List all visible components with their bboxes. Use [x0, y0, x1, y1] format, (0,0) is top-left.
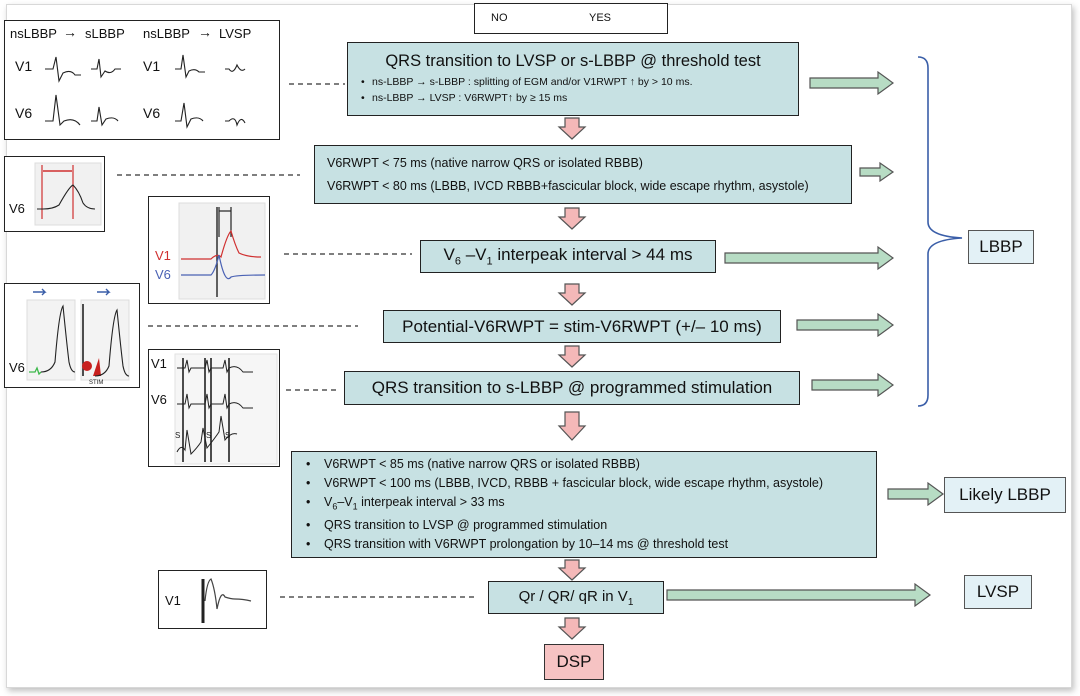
yes-arrow-5	[811, 372, 895, 398]
v6rwpt-line-2: V6RWPT < 80 ms (LBBB, IVCD RBBB+fascicul…	[327, 178, 809, 193]
likely-criteria-list: V6RWPT < 85 ms (native narrow QRS or iso…	[296, 455, 872, 555]
ecg-panel-transition: nsLBBP → sLBBP nsLBBP → LVSP V1 V6 V1 V6	[4, 20, 280, 140]
yes-arrow-6	[887, 481, 945, 507]
svg-text:S: S	[175, 431, 180, 440]
potential-text: Potential-V6RWPT = stim-V6RWPT (+/– 10 m…	[402, 316, 762, 336]
ecg-traces-3	[178, 202, 266, 300]
result-likely-lbbp: Likely LBBP	[944, 477, 1066, 513]
ecg-traces-5: S S S	[174, 353, 278, 465]
likely-criterion-4: QRS transition to LVSP @ programmed stim…	[296, 516, 872, 535]
no-arrow-3	[557, 283, 587, 306]
ecg-panel-v6rwpt: V6	[4, 156, 105, 232]
step-interpeak-box: V6 –V1 interpeak interval > 44 ms	[420, 240, 716, 273]
step-potential-box: Potential-V6RWPT = stim-V6RWPT (+/– 10 m…	[383, 310, 781, 343]
step-threshold-test-title: QRS transition to LVSP or s-LBBP @ thres…	[385, 52, 761, 70]
svg-text:S: S	[225, 431, 230, 440]
no-arrow-5	[557, 411, 587, 441]
step-threshold-test-bullets: ns-LBBP → s-LBBP : splitting of EGM and/…	[356, 74, 790, 106]
yes-arrow-7	[666, 582, 932, 608]
no-arrow-6	[557, 559, 587, 581]
step-likely-criteria-box: V6RWPT < 85 ms (native narrow QRS or iso…	[291, 451, 877, 558]
step-v6rwpt-box: V6RWPT < 75 ms (native narrow QRS or iso…	[314, 145, 852, 204]
legend: NO YES	[474, 3, 668, 34]
threshold-bullet-1: ns-LBBP → s-LBBP : splitting of EGM and/…	[356, 74, 790, 90]
no-arrow-7	[557, 617, 587, 640]
result-lvsp: LVSP	[964, 575, 1032, 609]
ecg-panel-programmed-stim: V1 V6 S S S	[148, 349, 280, 467]
step-qr-box: Qr / QR/ qR in V1	[488, 581, 664, 614]
yes-arrow-4	[796, 312, 895, 338]
no-arrow-2	[557, 207, 587, 230]
ecg-traces-6	[201, 578, 252, 623]
step-programmed-stim-box: QRS transition to s-LBBP @ programmed st…	[344, 371, 800, 405]
result-dsp: DSP	[544, 644, 604, 680]
yes-arrow-2	[859, 161, 895, 183]
ecg-panel-interpeak: V1 V6	[148, 196, 270, 304]
result-lbbp: LBBP	[968, 230, 1034, 264]
programmed-stim-text: QRS transition to s-LBBP @ programmed st…	[371, 378, 773, 397]
no-arrow-4	[557, 345, 587, 368]
ecg-traces-2	[34, 162, 102, 226]
ecg-panel-qr: V1	[158, 570, 267, 629]
no-arrow-1	[557, 117, 587, 140]
threshold-bullet-2: ns-LBBP → LVSP : V6RWPT↑ by ≥ 15 ms	[356, 90, 790, 106]
v6rwpt-line-1: V6RWPT < 75 ms (native narrow QRS or iso…	[327, 155, 643, 170]
legend-yes-label: YES	[589, 12, 612, 24]
ecg-traces-4: STIM	[26, 288, 130, 386]
ecg-traces-1	[45, 54, 246, 129]
lbbp-brace	[917, 56, 963, 407]
likely-criterion-1: V6RWPT < 85 ms (native narrow QRS or iso…	[296, 455, 872, 474]
step-threshold-test-box: QRS transition to LVSP or s-LBBP @ thres…	[347, 42, 799, 116]
qr-text: Qr / QR/ qR in V1	[518, 587, 634, 608]
dashed-leaders	[117, 83, 478, 598]
likely-criterion-2: V6RWPT < 100 ms (LBBB, IVCD, RBBB + fasc…	[296, 474, 872, 493]
legend-no-label: NO	[491, 12, 508, 24]
stim-label: STIM	[89, 380, 103, 386]
ecg-panel-potential: V6 STIM	[4, 283, 140, 388]
yes-arrow-1	[809, 70, 895, 96]
yes-arrow-3	[724, 245, 895, 271]
likely-criterion-5: QRS transition with V6RWPT prolongation …	[296, 535, 872, 554]
likely-criterion-3: V6–V1 interpeak interval > 33 ms	[296, 493, 872, 517]
svg-text:S: S	[206, 431, 211, 440]
interpeak-text: V6 –V1 interpeak interval > 44 ms	[443, 245, 693, 268]
